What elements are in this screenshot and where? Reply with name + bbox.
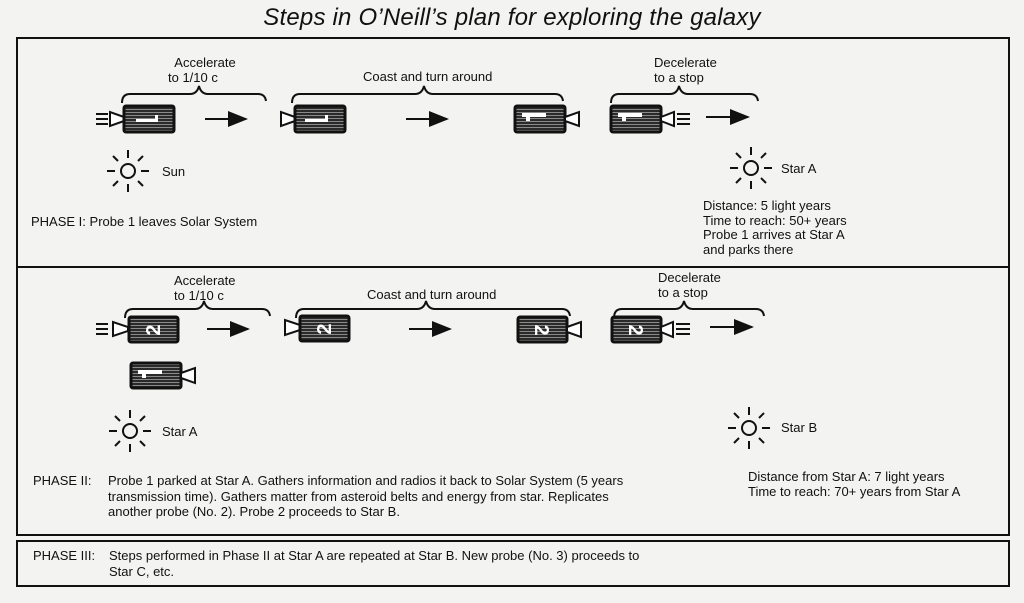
phase2-target-info: Distance from Star A: 7 light years Time… [748, 469, 961, 499]
phase1-caption: PHASE I: Probe 1 leaves Solar System [31, 214, 258, 229]
distance-text: Distance: 5 light years [703, 198, 831, 213]
coast-label-2: Coast and turn around [367, 287, 497, 302]
diagram-title: Steps in O’Neill’s plan for exploring th… [263, 4, 761, 31]
phase3-line-1: Steps performed in Phase II at Star A ar… [109, 548, 640, 563]
accelerate-label-2: Accelerate to 1/10 c [174, 273, 235, 303]
accelerate2-line-2: to 1/10 c [174, 288, 224, 303]
star-b-label: Star B [781, 420, 818, 435]
phase3-tag: PHASE III: [33, 548, 96, 563]
arrival-text: Probe 1 arrives at Star A [703, 227, 845, 242]
distance-from-a-text: Distance from Star A: 7 light years [748, 469, 945, 484]
star-a-label: Star A [781, 161, 817, 176]
decelerate-label-1: Decelerate to a stop [654, 55, 717, 85]
parks-text: and parks there [703, 241, 794, 257]
accelerate-label-1: Accelerate to 1/10 c [150, 55, 260, 85]
phase3-caption: Steps performed in Phase II at Star A ar… [109, 548, 639, 579]
phase2-line-1: Probe 1 parked at Star A. Gathers inform… [108, 473, 624, 488]
phase2-line-2: transmission time). Gathers matter from … [108, 488, 609, 504]
sun-label: Sun [162, 164, 186, 179]
decelerate-label-2: Decelerate to a stop [658, 270, 721, 300]
time-from-a-text: Time to reach: 70+ years from Star A [748, 483, 961, 499]
accelerate2-line-1: Accelerate [174, 273, 236, 288]
accelerate-line-2: to 1/10 c [168, 70, 218, 85]
decelerate2-line-1: Decelerate [658, 270, 721, 285]
phase2-tag: PHASE II: [33, 473, 92, 488]
star-a-origin-label: Star A [162, 424, 198, 439]
decelerate-line-1: Decelerate [654, 55, 717, 70]
phase-divider-1 [16, 266, 1010, 268]
time-text: Time to reach: 50+ years [703, 212, 847, 228]
phase2-line-3: another probe (No. 2). Probe 2 proceeds … [108, 504, 400, 519]
phase2-caption: Probe 1 parked at Star A. Gathers inform… [108, 473, 623, 520]
phase3-frame [16, 540, 1010, 587]
decelerate-line-2: to a stop [654, 70, 704, 85]
phase3-line-2: Star C, etc. [109, 563, 175, 579]
phase1-target-info: Distance: 5 light years Time to reach: 5… [703, 198, 847, 257]
main-frame [16, 37, 1010, 536]
coast-label-1: Coast and turn around [363, 69, 493, 84]
accelerate-line-1: Accelerate [174, 55, 236, 70]
decelerate2-line-2: to a stop [658, 285, 708, 300]
